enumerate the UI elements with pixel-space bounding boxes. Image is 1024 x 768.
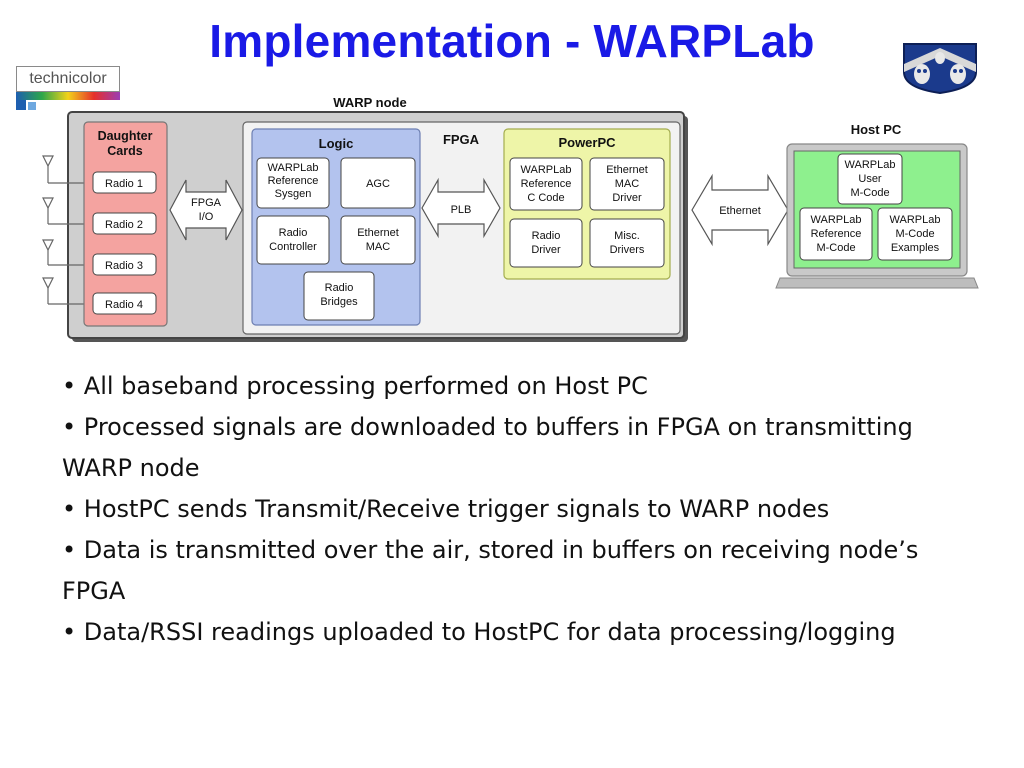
radio-2-label: Radio 2 — [105, 219, 143, 231]
bullet-item: • Processed signals are downloaded to bu… — [62, 413, 913, 482]
warplab-m-code-examples-block — [877, 207, 953, 261]
radio-driver-block — [509, 218, 583, 268]
radio-3-box — [92, 253, 157, 276]
rice-university-seal-icon — [903, 43, 977, 94]
misc-drivers-block — [589, 218, 665, 268]
plb-label: PLB — [451, 204, 472, 216]
radio-4-box — [92, 292, 157, 315]
powerpc-label: PowerPC — [558, 135, 616, 150]
warp-node-label: WARP node — [333, 95, 406, 110]
host-pc-label: Host PC — [851, 122, 902, 137]
slide-title: Implementation - WARPLab — [209, 15, 815, 67]
warplab-user-m-code-block — [837, 153, 903, 205]
technicolor-logo: technicolor — [16, 66, 120, 110]
radio-1-label: Radio 1 — [105, 178, 143, 190]
radio-bridges-block — [303, 271, 375, 321]
ethernet-mac-block — [340, 215, 416, 265]
radio-3-label: Radio 3 — [105, 260, 143, 272]
bullet-item: • HostPC sends Transmit/Receive trigger … — [62, 495, 830, 523]
ethernet-label: Ethernet — [719, 205, 761, 217]
agc-label: AGC — [366, 178, 390, 190]
radio-4-label: Radio 4 — [105, 299, 143, 311]
bullet-item: • Data is transmitted over the air, stor… — [62, 536, 919, 605]
fpga-io-arrow-icon — [169, 179, 243, 241]
radio-1-box — [92, 171, 157, 194]
technicolor-logo-color-bar — [16, 92, 120, 100]
bullet-item: • Data/RSSI readings uploaded to HostPC … — [62, 618, 896, 646]
technicolor-logo-wordmark: technicolor — [16, 66, 120, 92]
technicolor-logo-square-small — [28, 102, 36, 110]
laptop-base-icon — [775, 277, 979, 289]
technicolor-logo-square — [16, 100, 26, 110]
warplab-reference-sysgen-block — [256, 157, 330, 209]
radio-2-box — [92, 212, 157, 235]
radio-controller-block — [256, 215, 330, 265]
plb-arrow-icon — [421, 177, 501, 239]
warplab-reference-c-code-block — [509, 157, 583, 211]
misc-drivers-label: Misc.Drivers — [610, 230, 645, 256]
logic-label: Logic — [319, 136, 354, 151]
radio-list: Radio 1 Radio 2 Radio 3 Radio 4 — [92, 171, 157, 315]
fpga-label: FPGA — [443, 132, 480, 147]
agc-block — [340, 157, 416, 209]
bullet-list: • All baseband processing performed on H… — [62, 366, 962, 653]
warplab-reference-m-code-block — [799, 207, 873, 261]
ethernet-mac-driver-block — [589, 157, 665, 211]
bullet-item: • All baseband processing performed on H… — [62, 372, 648, 400]
